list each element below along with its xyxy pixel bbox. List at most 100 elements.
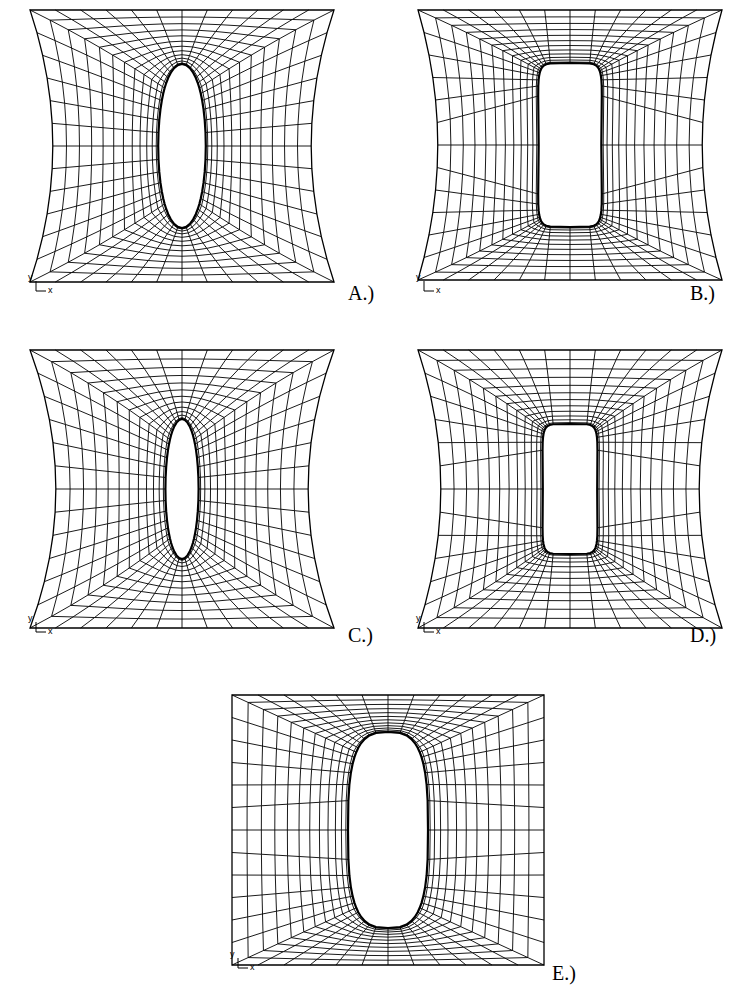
mesh-line [30, 350, 334, 628]
deformed-mesh [418, 10, 722, 280]
mesh-line [602, 86, 705, 100]
mesh-line [602, 96, 703, 122]
mesh-line [599, 10, 697, 69]
mesh-line [198, 10, 309, 83]
mesh-line [232, 695, 544, 965]
deformed-mesh [30, 10, 334, 282]
mesh-line [261, 704, 514, 955]
mesh-line [258, 695, 358, 748]
mesh-line [50, 172, 159, 191]
mesh-line [428, 853, 544, 860]
mesh-line [198, 511, 311, 535]
mesh-line [492, 41, 648, 250]
mesh-line [443, 221, 541, 280]
mesh-line [129, 396, 235, 582]
axis-label: x [436, 286, 441, 295]
mesh-line [113, 41, 252, 251]
mesh-line [346, 731, 430, 928]
mesh-line [602, 190, 705, 204]
axis-label: x [436, 627, 441, 636]
mesh-line [425, 763, 544, 773]
mesh-line [187, 350, 232, 423]
mesh-line [185, 350, 207, 420]
mesh-line [597, 450, 699, 466]
mesh-line [53, 443, 166, 467]
deformed-mesh [232, 695, 544, 965]
mesh-line [131, 555, 176, 628]
mesh-line [469, 377, 670, 600]
mesh-line [106, 552, 174, 628]
mesh-line [436, 190, 539, 204]
mesh-line [418, 10, 540, 71]
mesh-line [117, 390, 247, 588]
mesh-line [545, 227, 551, 280]
mesh-line [319, 723, 456, 937]
mesh-line [595, 549, 697, 628]
mesh-line [140, 55, 224, 238]
mesh-line [106, 350, 174, 426]
mesh-line [132, 51, 232, 242]
mesh-line [532, 60, 607, 230]
mesh-line [205, 172, 314, 191]
mesh-line [590, 227, 596, 280]
axis-lines [424, 281, 434, 291]
mesh-line [466, 30, 673, 261]
mesh-line [602, 168, 703, 194]
mesh-line [527, 57, 613, 233]
mesh-line [232, 784, 349, 785]
mesh-line [147, 58, 218, 234]
mesh-line [159, 415, 205, 563]
hole-boundary [165, 419, 198, 559]
mesh-line [52, 359, 313, 619]
mesh-line [232, 763, 351, 773]
mesh-line [601, 145, 702, 146]
mesh-line [440, 512, 542, 528]
mesh-line [55, 466, 165, 478]
mesh-line [55, 209, 166, 282]
mesh-line [494, 552, 548, 628]
mesh-line [531, 416, 608, 562]
mesh-line [232, 908, 356, 965]
deformed-mesh [418, 350, 722, 628]
mesh-line [519, 10, 546, 64]
mesh-line [287, 713, 488, 948]
mesh-line [88, 375, 276, 602]
axis-label: y [28, 273, 33, 282]
mesh-line [138, 402, 225, 576]
axis-lines [36, 622, 46, 632]
mesh-line [541, 423, 600, 556]
mesh-line [545, 10, 551, 63]
mesh-line [182, 10, 183, 64]
mesh-line [157, 10, 178, 65]
mesh-line [198, 209, 309, 282]
axis-label: x [250, 963, 255, 972]
mesh-line [428, 830, 544, 831]
mesh-line [55, 501, 165, 513]
mesh-line [157, 227, 178, 282]
mesh-line [443, 549, 545, 628]
mesh-line [597, 535, 701, 536]
mesh-line [428, 801, 544, 808]
mesh-line [452, 23, 689, 266]
mesh-line [153, 411, 210, 566]
mesh-line [310, 720, 467, 940]
mesh-line [206, 159, 312, 168]
mesh-line [163, 418, 200, 561]
mesh-line [232, 718, 354, 758]
panel-label: A.) [348, 283, 374, 303]
hole-boundary [158, 64, 206, 228]
axis-label: y [416, 273, 421, 282]
mesh-line [545, 554, 553, 628]
mesh-line [441, 488, 543, 489]
axis-triad [424, 622, 434, 632]
mesh-line [587, 350, 595, 424]
mesh-line [436, 86, 539, 100]
mesh-line [232, 887, 351, 897]
mesh-line [157, 558, 179, 628]
hole-boundary [538, 63, 602, 227]
mesh-line [537, 420, 604, 558]
mesh-line [433, 78, 539, 80]
mesh-line [157, 350, 179, 420]
mesh-line [422, 903, 544, 943]
mesh-line [205, 101, 314, 120]
